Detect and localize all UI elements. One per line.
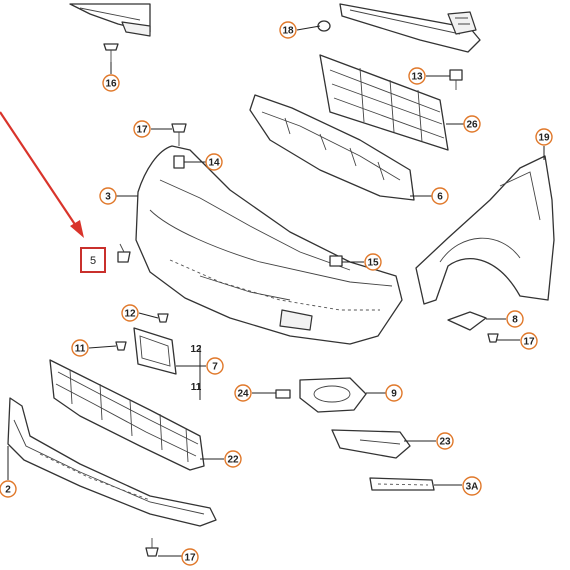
part-5-bracket bbox=[117, 243, 131, 263]
fog-bezel-9 bbox=[299, 377, 367, 413]
fender-19 bbox=[415, 155, 555, 305]
svg-text:17: 17 bbox=[184, 553, 196, 564]
bolt-13 bbox=[449, 69, 463, 90]
svg-text:16: 16 bbox=[105, 79, 117, 90]
callout-14[interactable]: 14 bbox=[205, 153, 223, 171]
callout-11[interactable]: 11 bbox=[71, 339, 89, 357]
svg-text:7: 7 bbox=[212, 362, 218, 373]
svg-text:2: 2 bbox=[5, 485, 11, 496]
callout-17-right[interactable]: 17 bbox=[520, 332, 538, 350]
svg-text:24: 24 bbox=[237, 389, 249, 400]
screw-16 bbox=[103, 43, 119, 62]
svg-text:22: 22 bbox=[227, 455, 239, 466]
spoiler-2 bbox=[7, 397, 217, 527]
part-5-highlight[interactable]: 5 bbox=[80, 247, 106, 273]
callout-17-bottom[interactable]: 17 bbox=[181, 548, 199, 566]
callout-15[interactable]: 15 bbox=[364, 253, 382, 271]
bolt-12 bbox=[157, 313, 169, 323]
callout-16[interactable]: 16 bbox=[102, 74, 120, 92]
callout-9[interactable]: 9 bbox=[385, 384, 403, 402]
callout-23[interactable]: 23 bbox=[436, 432, 454, 450]
callout-6[interactable]: 6 bbox=[431, 187, 449, 205]
stacked-label-12: 12 bbox=[190, 344, 202, 355]
leader-lines bbox=[7, 25, 545, 557]
svg-text:19: 19 bbox=[538, 133, 550, 144]
red-arrow bbox=[0, 111, 84, 238]
svg-text:3: 3 bbox=[105, 192, 111, 203]
bracket-8 bbox=[447, 311, 487, 331]
bolt-17-top bbox=[171, 123, 187, 146]
callout-2[interactable]: 2 bbox=[0, 480, 17, 498]
upper-grille-strip bbox=[69, 3, 151, 37]
callout-3a[interactable]: 3A bbox=[462, 476, 482, 496]
callout-19[interactable]: 19 bbox=[535, 128, 553, 146]
callout-8[interactable]: 8 bbox=[506, 310, 524, 328]
callout-13[interactable]: 13 bbox=[408, 67, 426, 85]
svg-text:12: 12 bbox=[124, 309, 136, 320]
bolt-17-bottom bbox=[145, 538, 159, 557]
svg-text:13: 13 bbox=[411, 72, 423, 83]
impact-absorber-6 bbox=[249, 94, 415, 201]
svg-text:8: 8 bbox=[512, 315, 518, 326]
svg-text:11: 11 bbox=[75, 344, 86, 355]
svg-text:26: 26 bbox=[466, 120, 478, 131]
callout-3[interactable]: 3 bbox=[99, 187, 117, 205]
screw-11 bbox=[115, 341, 127, 351]
svg-text:12: 12 bbox=[190, 344, 202, 355]
svg-text:14: 14 bbox=[208, 158, 220, 169]
clip-24 bbox=[275, 389, 291, 399]
callout-7[interactable]: 7 bbox=[206, 357, 224, 375]
bumper-cover-3 bbox=[135, 145, 403, 345]
svg-text:11: 11 bbox=[191, 382, 202, 393]
crossmember bbox=[339, 3, 481, 53]
callout-22[interactable]: 22 bbox=[224, 450, 242, 468]
callout-24[interactable]: 24 bbox=[234, 384, 252, 402]
callout-17-top[interactable]: 17 bbox=[133, 120, 151, 138]
callout-18[interactable]: 18 bbox=[279, 21, 297, 39]
lower-grille-22 bbox=[49, 359, 205, 471]
svg-text:6: 6 bbox=[437, 192, 443, 203]
trim-strip-3a bbox=[369, 477, 435, 491]
license-plate-bracket bbox=[133, 327, 177, 375]
bolt-17-right bbox=[487, 333, 499, 343]
svg-text:23: 23 bbox=[439, 437, 451, 448]
air-shutter-26 bbox=[319, 54, 449, 151]
clip-14 bbox=[173, 155, 185, 169]
part-5-label: 5 bbox=[90, 255, 96, 267]
svg-text:18: 18 bbox=[282, 26, 294, 37]
clip-15 bbox=[329, 255, 343, 267]
callout-26[interactable]: 26 bbox=[463, 115, 481, 133]
callout-12[interactable]: 12 bbox=[121, 304, 139, 322]
svg-text:17: 17 bbox=[136, 125, 148, 136]
svg-text:9: 9 bbox=[391, 389, 397, 400]
svg-text:17: 17 bbox=[523, 337, 535, 348]
stacked-label-11: 11 bbox=[191, 382, 202, 393]
svg-text:15: 15 bbox=[367, 258, 379, 269]
trim-23 bbox=[331, 429, 411, 459]
svg-text:3A: 3A bbox=[466, 482, 479, 493]
